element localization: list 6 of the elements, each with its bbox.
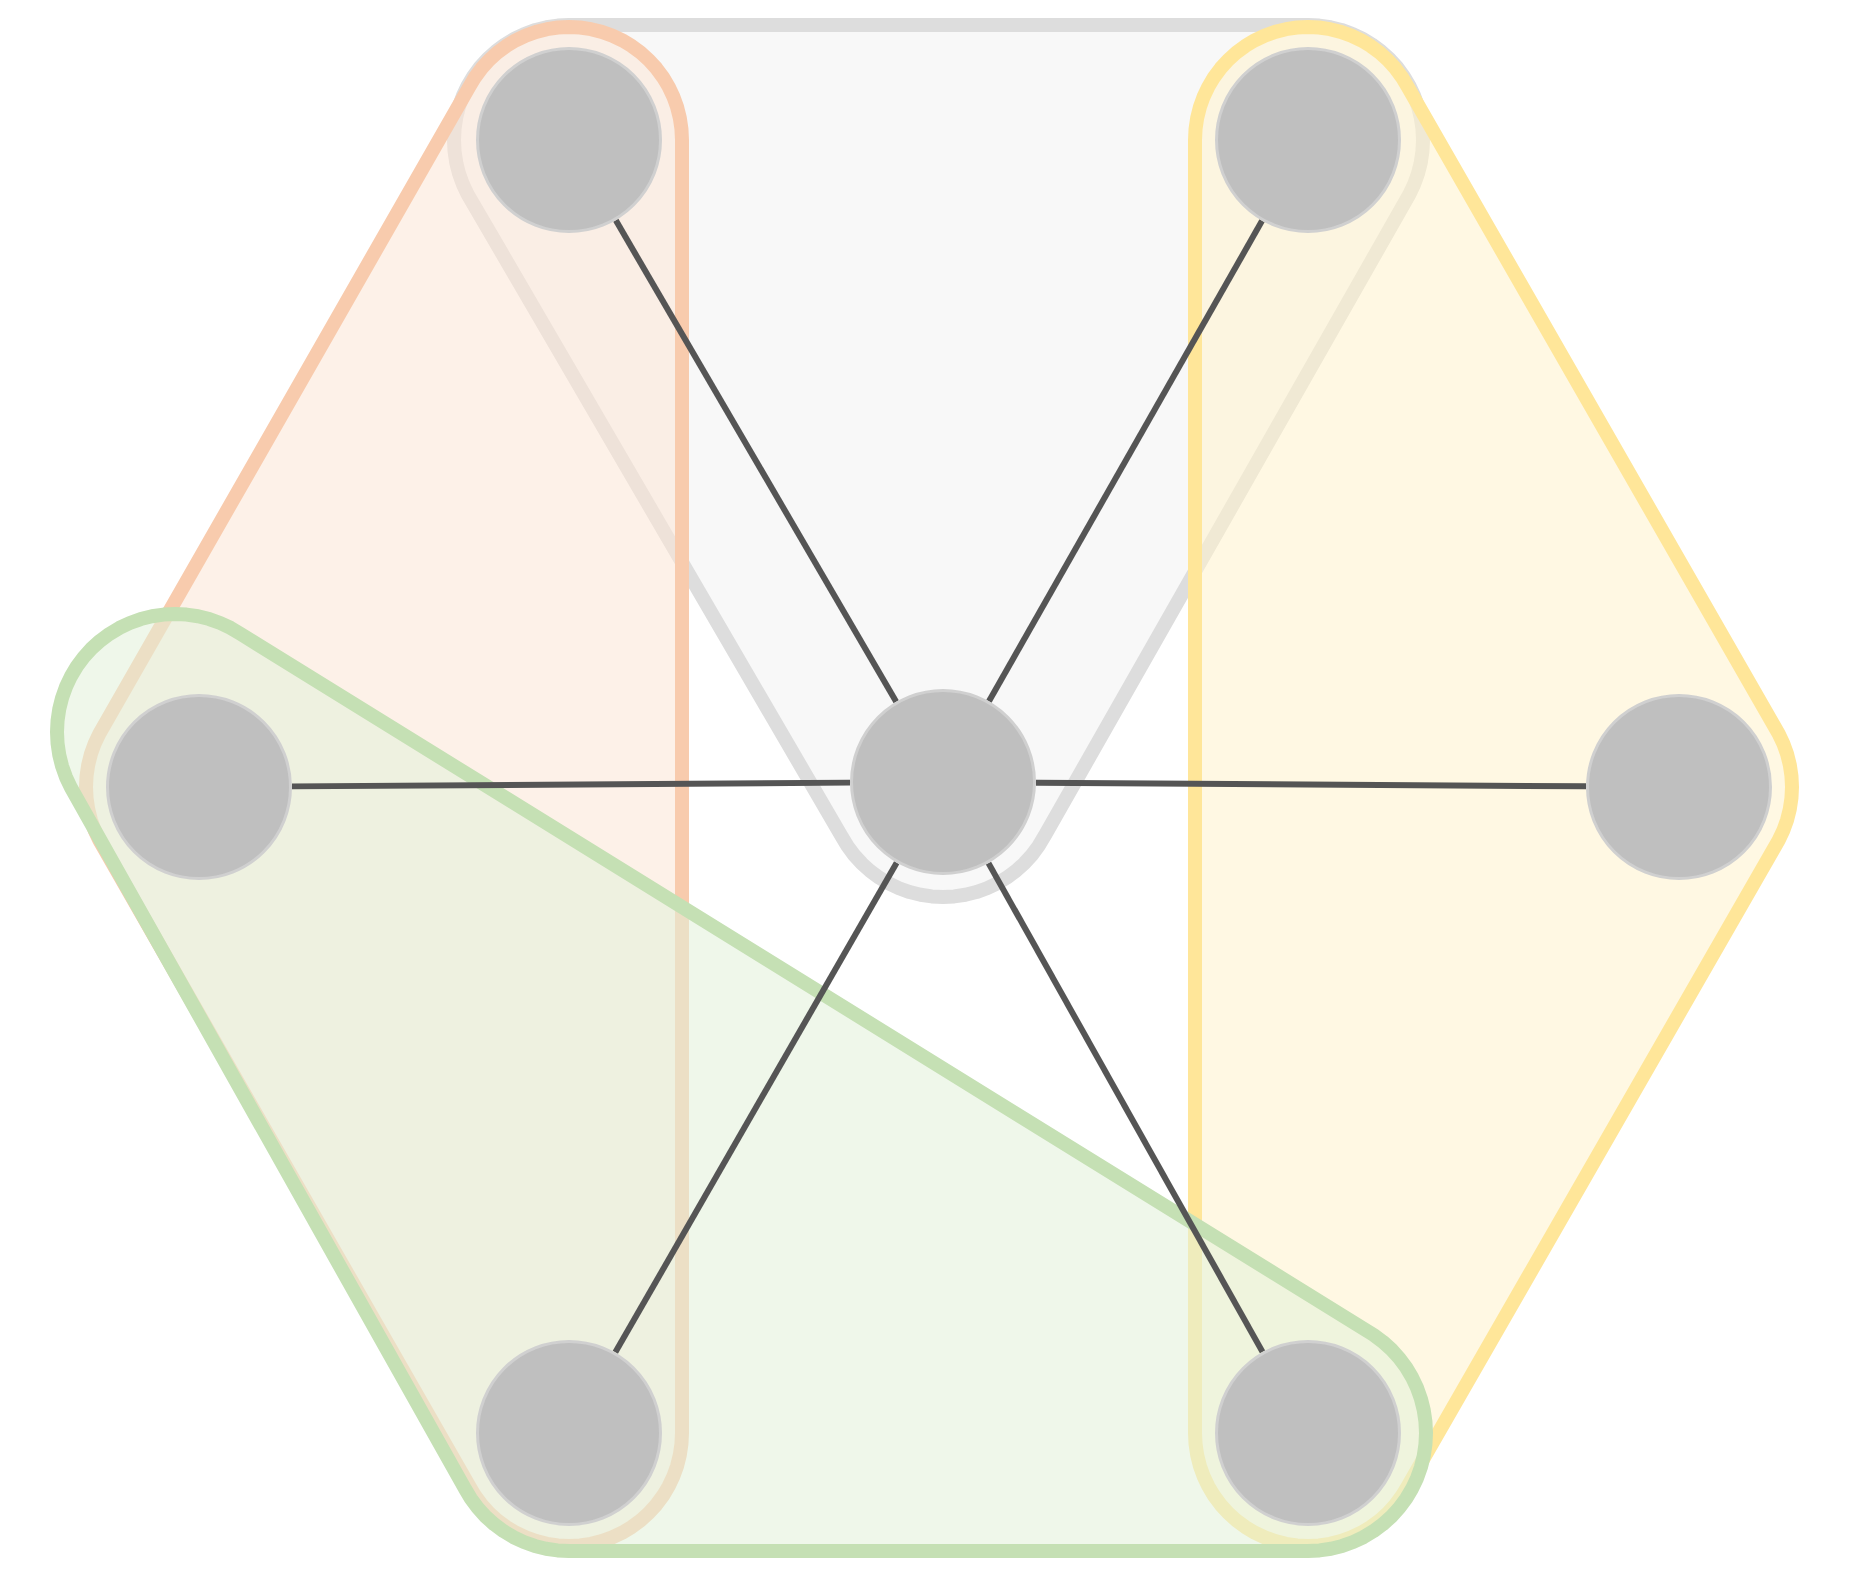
connector-line xyxy=(985,861,1266,1354)
connector-line xyxy=(291,779,850,790)
connector-line xyxy=(1035,779,1587,790)
connector-line xyxy=(612,861,900,1354)
connector-line xyxy=(613,218,899,704)
connector-line xyxy=(986,219,1265,703)
